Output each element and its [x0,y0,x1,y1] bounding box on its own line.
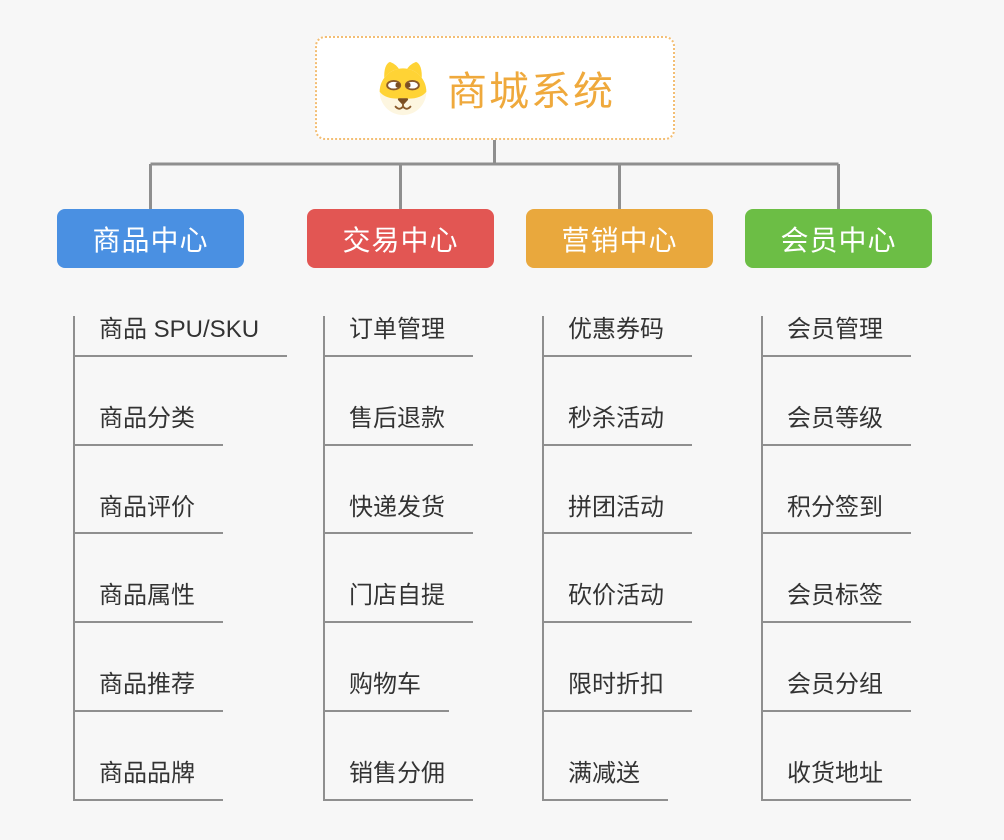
branch-label: 会员中心 [780,224,897,256]
root-node[interactable]: 商城系统 [315,36,675,140]
leaf-node[interactable]: 商品品牌 [73,760,223,801]
leaf-node[interactable]: 会员标签 [761,582,911,624]
leaf-node[interactable]: 会员分组 [761,671,911,712]
leaf-node[interactable]: 门店自提 [323,582,473,624]
root-title: 商城系统 [447,70,615,114]
branch-children: 优惠券码秒杀活动拼团活动砍价活动限时折扣满减送 [542,316,713,801]
leaf-node[interactable]: 拼团活动 [542,494,692,535]
leaf-node[interactable]: 秒杀活动 [542,405,692,446]
leaf-node[interactable]: 会员等级 [761,405,911,446]
branch-node[interactable]: 会员中心 [745,209,932,268]
branch-node[interactable]: 交易中心 [307,209,494,268]
branch-children: 订单管理售后退款快递发货门店自提购物车销售分佣 [323,316,494,801]
branch-label: 营销中心 [561,224,678,256]
branch-children: 商品 SPU/SKU 商品分类商品评价商品属性商品推荐商品品牌 [73,316,288,801]
leaf-node[interactable]: 收货地址 [761,760,911,801]
branch-label: 商品中心 [92,224,209,256]
branch-children: 会员管理会员等级积分签到会员标签会员分组收货地址 [761,316,932,801]
leaf-node[interactable]: 购物车 [323,671,449,712]
leaf-node[interactable]: 商品 SPU/SKU [73,316,288,357]
branch-node[interactable]: 商品中心 [57,209,244,268]
branch: 会员中心 会员管理会员等级积分签到会员标签会员分组收货地址 [745,209,932,801]
leaf-node[interactable]: 商品评价 [73,494,223,535]
leaf-node[interactable]: 限时折扣 [542,671,692,712]
leaf-node[interactable]: 满减送 [542,760,668,801]
leaf-node[interactable]: 订单管理 [323,316,473,357]
leaf-node[interactable]: 会员管理 [761,316,911,357]
leaf-node[interactable]: 积分签到 [761,494,911,535]
leaf-node[interactable]: 售后退款 [323,405,473,446]
branch-label: 交易中心 [342,224,459,256]
leaf-node[interactable]: 快递发货 [323,494,473,535]
branch-node[interactable]: 营销中心 [526,209,713,268]
leaf-node[interactable]: 商品分类 [73,405,223,446]
branch: 商品中心 商品 SPU/SKU 商品分类商品评价商品属性商品推荐商品品牌 [57,209,288,801]
leaf-node[interactable]: 商品属性 [73,582,223,624]
branch: 交易中心 订单管理售后退款快递发货门店自提购物车销售分佣 [307,209,494,801]
leaf-node[interactable]: 商品推荐 [73,671,223,712]
leaf-node[interactable]: 销售分佣 [323,760,473,801]
branch: 营销中心 优惠券码秒杀活动拼团活动砍价活动限时折扣满减送 [526,209,713,801]
leaf-node[interactable]: 优惠券码 [542,316,692,357]
leaf-node[interactable]: 砍价活动 [542,582,692,624]
dog-face-icon [375,59,431,117]
